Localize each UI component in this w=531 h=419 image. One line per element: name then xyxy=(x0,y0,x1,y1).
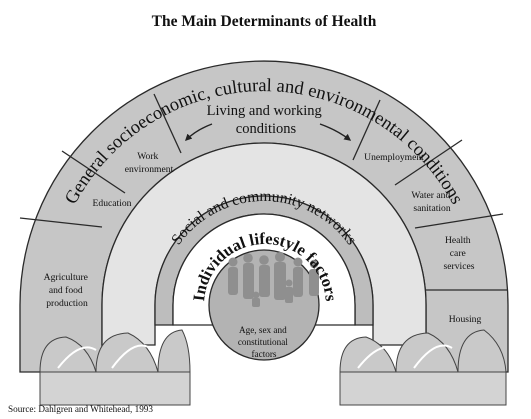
segment-water-sanitation-label: Water and sanitation xyxy=(411,190,452,214)
segment-work-environment-label: Work environment xyxy=(125,151,174,175)
diagram-title: The Main Determinants of Health xyxy=(152,13,377,30)
left-feedback-arrows xyxy=(39,329,191,406)
segment-education-label: Education xyxy=(93,198,132,209)
right-arrow-icon xyxy=(319,123,352,141)
segment-health-care-label: Health care services xyxy=(444,235,475,272)
source-credit: Source: Dahlgren and Whitehead, 1993 xyxy=(8,404,153,414)
segment-housing-label: Housing xyxy=(449,314,482,325)
segment-dividers xyxy=(19,93,508,291)
left-arrow-icon xyxy=(185,123,213,141)
people-silhouettes-icon xyxy=(228,252,319,307)
right-feedback-arrows xyxy=(339,329,507,406)
living-working-label: Living and working conditions xyxy=(207,103,326,137)
core-label: Age, sex and constitutional factors xyxy=(238,325,290,359)
segment-agriculture-label: Agriculture and food production xyxy=(44,272,91,309)
segment-unemployment-label: Unemployment xyxy=(364,152,424,163)
